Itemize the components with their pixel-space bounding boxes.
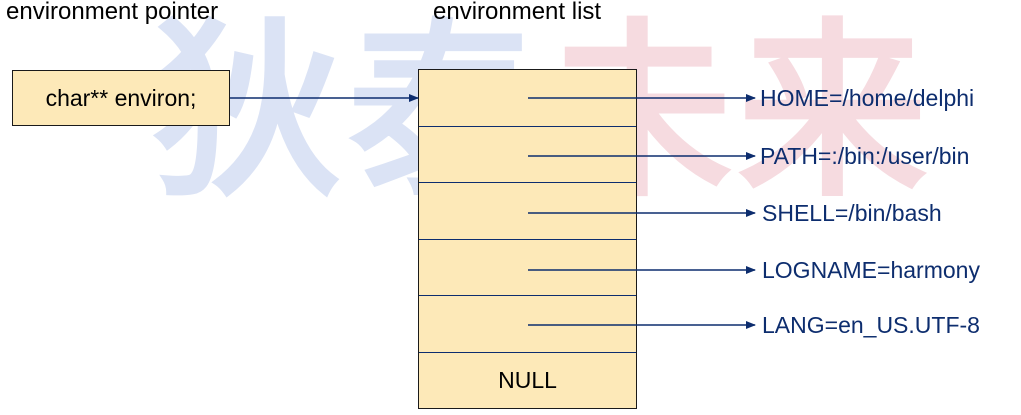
env-entry-path: PATH=:/bin:/user/bin	[760, 143, 970, 169]
list-cell-2	[419, 125, 636, 182]
env-entry-logname: LOGNAME=harmony	[762, 257, 980, 283]
list-title: environment list	[433, 0, 602, 25]
list-cell-3	[419, 182, 636, 239]
list-cell-null: NULL	[419, 351, 636, 408]
env-entry-shell: SHELL=/bin/bash	[762, 200, 942, 226]
null-terminator: NULL	[498, 366, 557, 393]
list-cell-4	[419, 238, 636, 295]
environ-pointer-text: char** environ;	[45, 84, 197, 111]
pointer-title: environment pointer	[6, 0, 219, 25]
env-entry-home: HOME=/home/delphi	[760, 85, 975, 111]
environment-list: NULL	[418, 69, 637, 409]
env-entry-lang: LANG=en_US.UTF-8	[762, 312, 980, 338]
environ-pointer-box: char** environ;	[12, 70, 230, 126]
list-cell-5	[419, 295, 636, 352]
